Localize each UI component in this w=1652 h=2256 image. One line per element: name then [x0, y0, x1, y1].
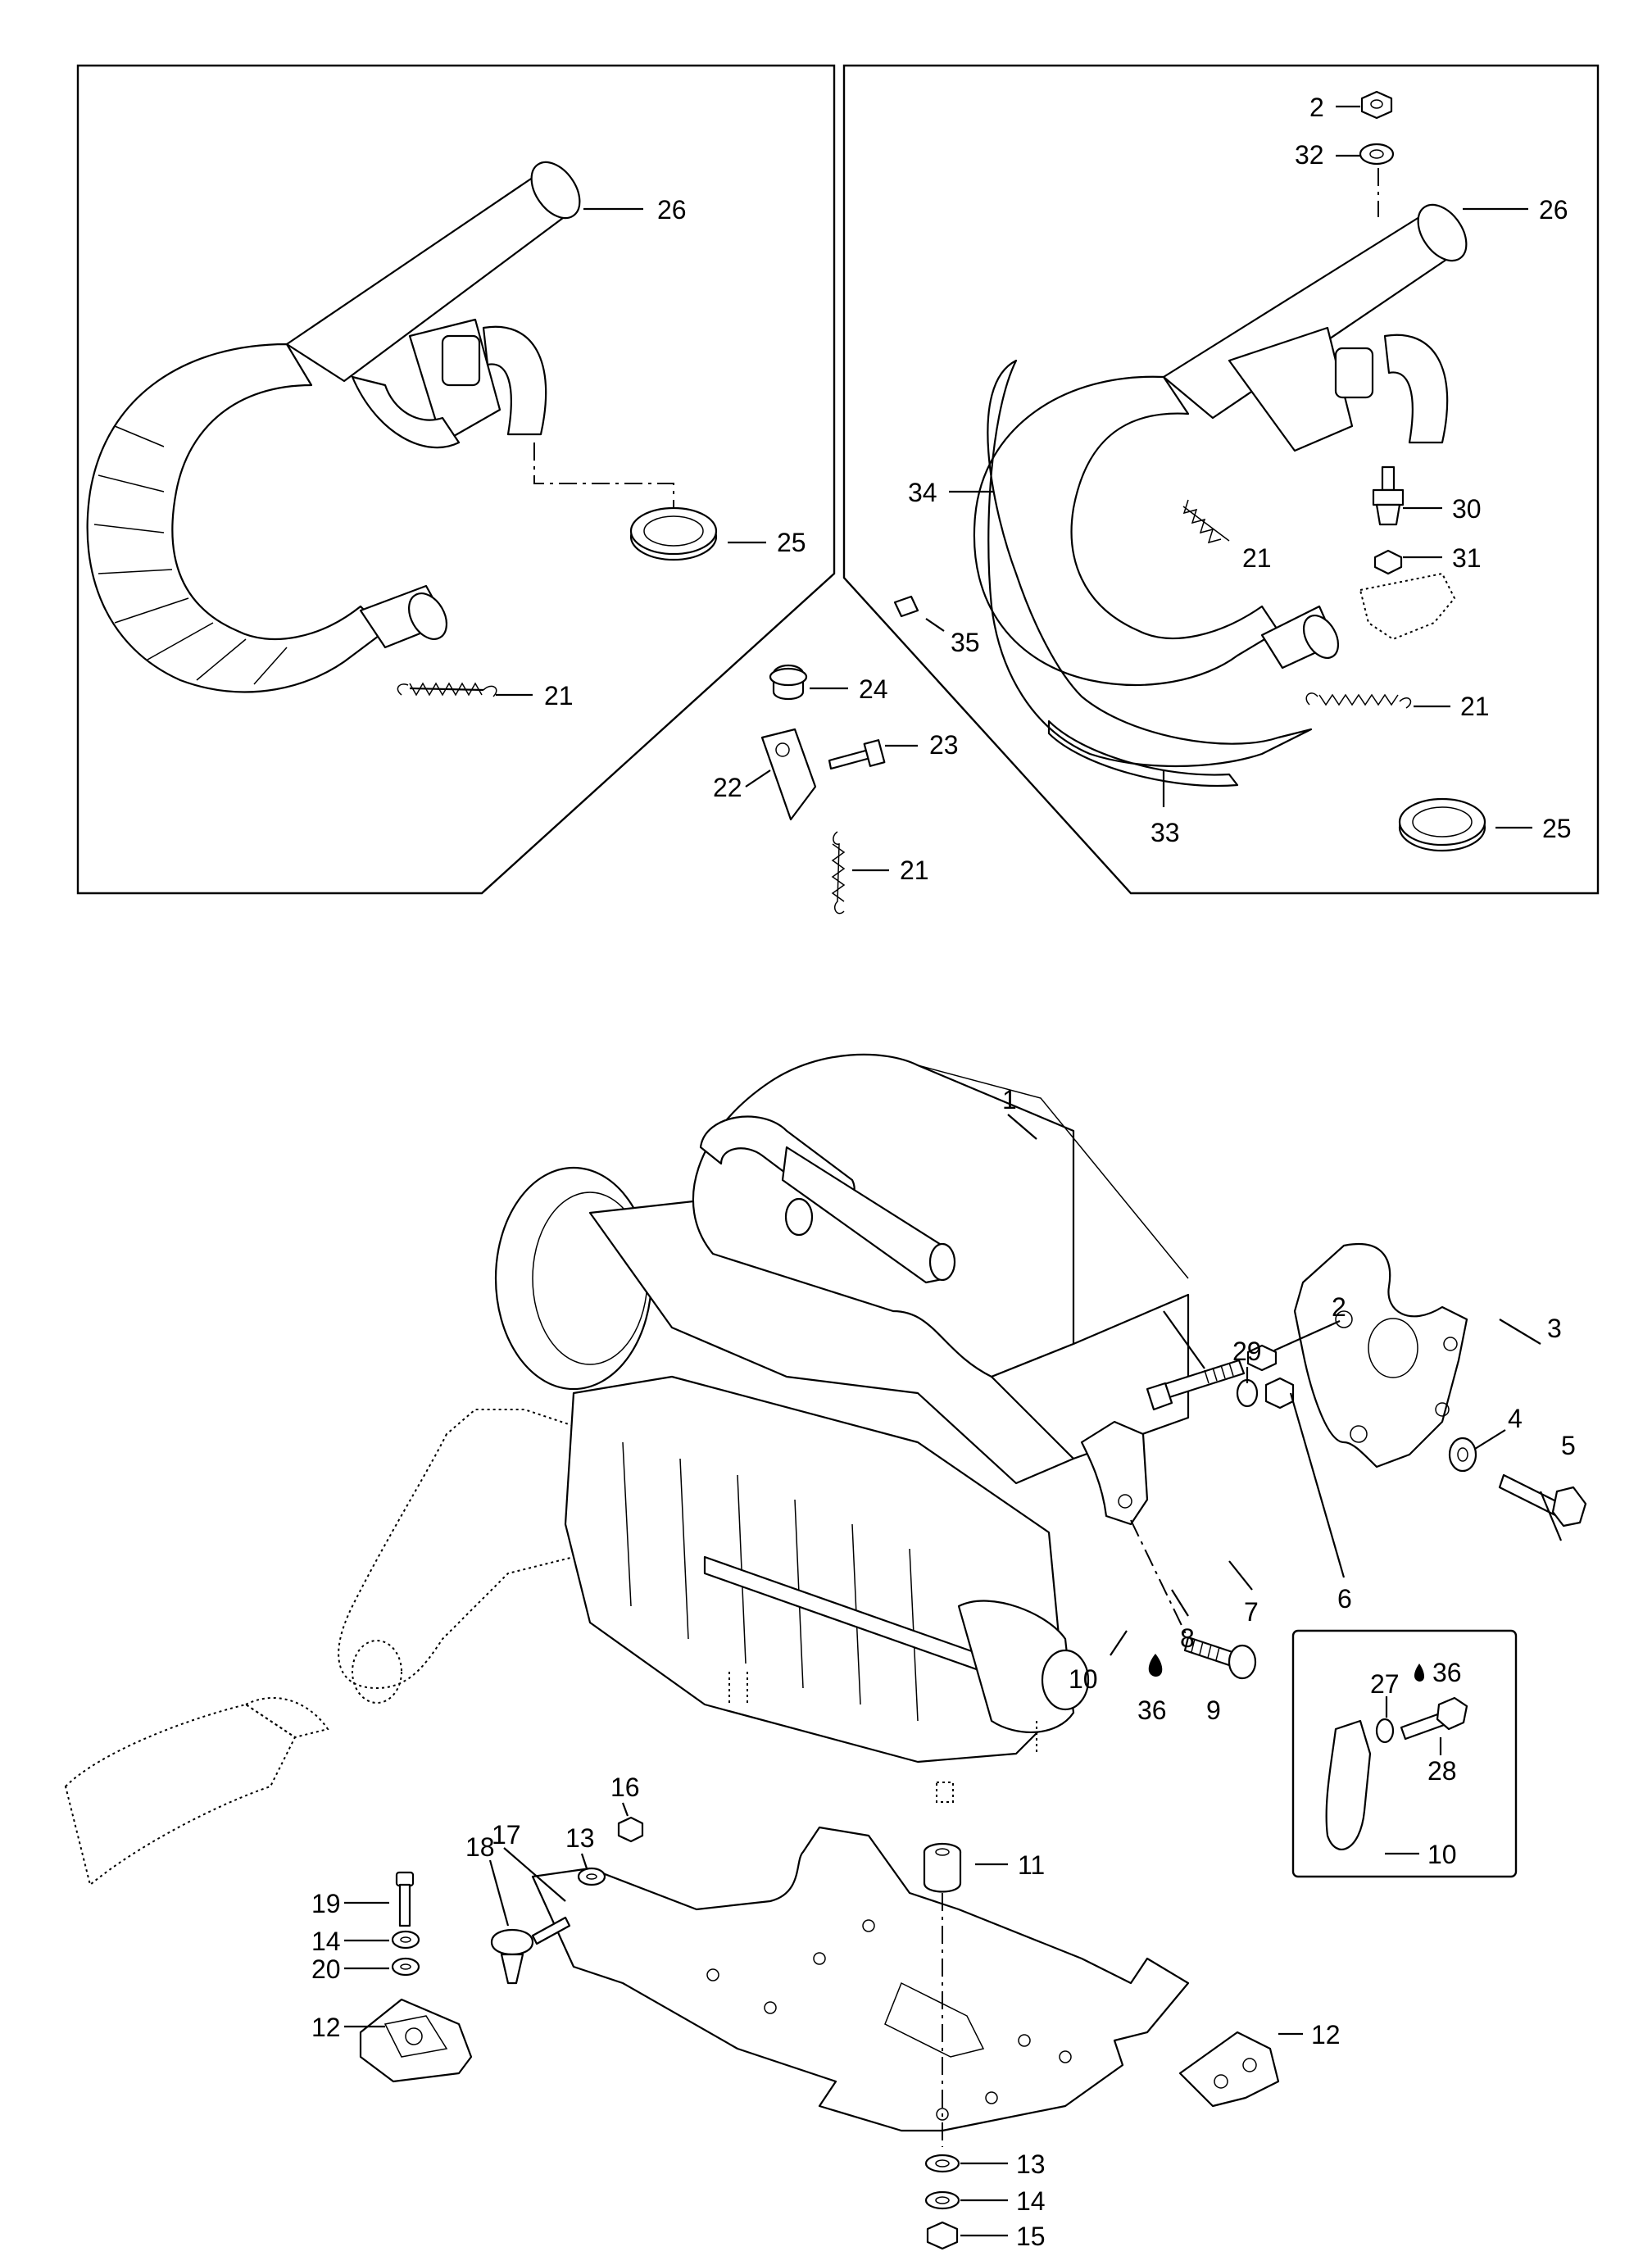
mount-block-12-left	[359, 1998, 473, 2083]
left-exhaust-panel	[76, 64, 836, 895]
center-spring	[831, 831, 846, 915]
callout-25-right: 25	[1542, 814, 1572, 843]
inset-box	[1291, 1629, 1518, 1878]
callout-30: 30	[1452, 494, 1482, 524]
callout-20: 20	[311, 1954, 341, 1984]
callout-2-top: 2	[1309, 93, 1324, 122]
callout-14-bottom: 14	[1016, 2186, 1046, 2216]
callout-12-right: 12	[1311, 2020, 1341, 2049]
callout-10: 10	[1069, 1664, 1098, 1694]
callout-21-left: 21	[544, 681, 574, 710]
right-exhaust-panel	[842, 64, 1600, 895]
callout-7: 7	[1244, 1597, 1259, 1627]
clip-35	[893, 595, 919, 618]
callout-25-left: 25	[777, 528, 806, 557]
mount-block-12-right	[1178, 2031, 1280, 2108]
heat-shield	[987, 359, 1313, 768]
screw-9	[1183, 1636, 1257, 1680]
callout-29: 29	[1232, 1337, 1262, 1366]
callout-21-right-b: 21	[1460, 692, 1490, 721]
left-exhaust-seal	[629, 506, 718, 561]
bolt-5	[1498, 1473, 1587, 1527]
callout-26-right: 26	[1539, 195, 1568, 225]
callout-4: 4	[1508, 1404, 1523, 1433]
nut-2-engine	[1246, 1344, 1278, 1372]
callout-34: 34	[908, 478, 937, 507]
callout-15: 15	[1016, 2222, 1046, 2251]
engine-block	[494, 1053, 1190, 1803]
callout-31: 31	[1452, 543, 1482, 573]
nut-15	[926, 2221, 959, 2250]
washer-4	[1448, 1437, 1477, 1473]
washer-20	[391, 1957, 420, 1977]
spacer-11	[923, 1842, 962, 1893]
callout-35: 35	[951, 628, 980, 657]
callout-12-left: 12	[311, 2013, 341, 2042]
right-spring-lower	[1305, 692, 1412, 709]
callout-9: 9	[1206, 1695, 1221, 1725]
washer-13-top	[577, 1867, 606, 1886]
callout-8: 8	[1180, 1623, 1195, 1653]
callout-13-bottom: 13	[1016, 2149, 1046, 2179]
rubber-mount	[1372, 465, 1405, 526]
callout-17: 17	[492, 1820, 521, 1850]
callout-3: 3	[1547, 1314, 1562, 1343]
washer-13-bottom	[924, 2154, 960, 2173]
callout-5: 5	[1561, 1431, 1576, 1460]
bracket-bolt	[828, 739, 886, 770]
left-panel-frame	[76, 64, 836, 895]
plate-bracket	[1359, 572, 1456, 641]
left-muffler	[86, 161, 581, 693]
callout-16: 16	[610, 1773, 640, 1802]
right-spring-upper	[1182, 499, 1230, 544]
top-nut	[1360, 90, 1393, 120]
callout-11: 11	[1018, 1850, 1045, 1880]
top-washer	[1359, 143, 1395, 166]
engine-assembly	[64, 1053, 1587, 2250]
callout-32: 32	[1295, 140, 1324, 170]
mounting-bracket	[760, 728, 817, 821]
callout-24: 24	[859, 674, 888, 704]
callout-14-left: 14	[311, 1927, 341, 1956]
loctite-drop-9	[1148, 1654, 1163, 1677]
right-exhaust-seal	[1398, 797, 1486, 852]
rubber-bumper	[769, 664, 808, 701]
right-panel-frame	[842, 64, 1600, 895]
callout-21-mid: 21	[900, 856, 929, 885]
washer-14-bottom	[924, 2190, 960, 2210]
washer-14-left	[391, 1930, 420, 1950]
engine-mount-bracket	[1293, 1243, 1468, 1468]
callout-13-top: 13	[565, 1823, 595, 1853]
callout-19: 19	[311, 1889, 341, 1918]
callout-6: 6	[1337, 1584, 1352, 1614]
callout-33: 33	[1150, 818, 1180, 847]
callout-22: 22	[713, 773, 742, 802]
callout-28: 28	[1427, 1756, 1457, 1786]
callout-21-right-a: 21	[1242, 543, 1272, 573]
callout-36-inset: 36	[1432, 1658, 1462, 1687]
rubber-mount-18	[490, 1916, 571, 1985]
bolt-19	[395, 1871, 415, 1927]
callout-26-left: 26	[657, 195, 687, 225]
stud-7-bolt	[1146, 1359, 1246, 1411]
right-muffler	[973, 203, 1468, 686]
nut-6	[1264, 1377, 1295, 1409]
callout-23: 23	[929, 730, 959, 760]
locknut-31	[1373, 549, 1403, 575]
callout-2-mid: 2	[1332, 1292, 1346, 1322]
washer-29	[1236, 1378, 1259, 1408]
left-spring	[397, 682, 497, 697]
callout-labels: 26 25 21 24 23 22 21 2 32 26 34 30 21 31…	[311, 93, 1576, 2251]
callout-36: 36	[1137, 1695, 1167, 1725]
center-hardware-group	[745, 664, 918, 915]
callout-1: 1	[1002, 1085, 1017, 1114]
nut-16	[617, 1816, 644, 1843]
engine-bracket-10	[1080, 1420, 1149, 1526]
callout-10-inset: 10	[1427, 1840, 1457, 1869]
engine-support-plate	[531, 1826, 1190, 2132]
lower-shield	[1047, 719, 1239, 788]
callout-27: 27	[1370, 1669, 1400, 1699]
callout-18: 18	[465, 1832, 495, 1862]
